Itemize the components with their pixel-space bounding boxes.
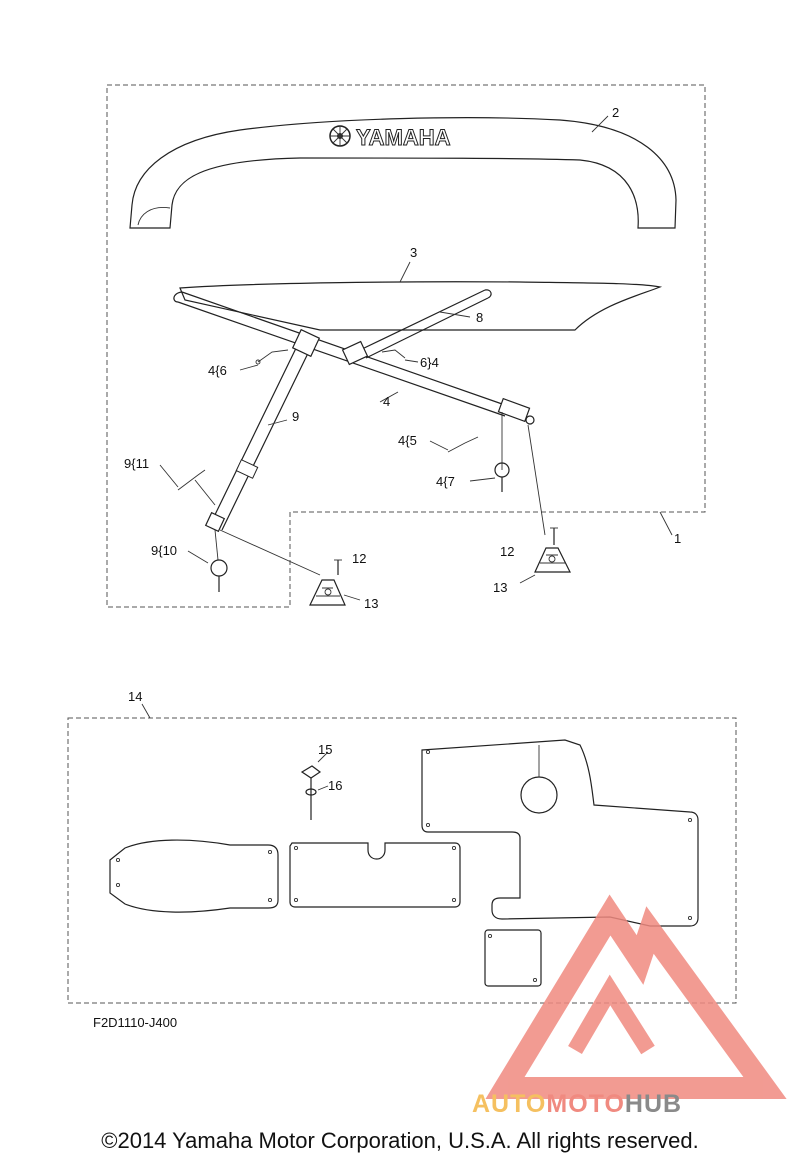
yamaha-logo-text: YAMAHA (356, 125, 451, 150)
pin-6-4 (381, 349, 406, 359)
watermark-text: AUTOMOTOHUB (472, 1090, 682, 1118)
assembly-14-boundary (67, 717, 737, 1004)
pin-4-6 (255, 349, 289, 365)
callout-14: 14 (128, 689, 142, 704)
bolt-12-right (550, 527, 558, 545)
callout-9-10: 9{10 (151, 543, 177, 558)
callout-8: 8 (476, 310, 483, 325)
callout-15: 15 (318, 742, 332, 757)
canopy-part (179, 281, 663, 331)
callout-9: 9 (292, 409, 299, 424)
pin-9-11 (177, 469, 206, 491)
callout-16: 16 (328, 778, 342, 793)
callout-4-5: 4{5 (398, 433, 417, 448)
bracket-13-right (534, 547, 571, 573)
copyright-notice: ©2014 Yamaha Motor Corporation, U.S.A. A… (101, 1128, 699, 1153)
mat-center-part (289, 842, 461, 908)
bolt-12-left (334, 559, 342, 575)
callout-3: 3 (410, 245, 417, 260)
watermark-moto: MOTO (546, 1090, 625, 1118)
callout-12-left: 12 (352, 551, 366, 566)
sun-cover-part: YAMAHA (129, 117, 677, 229)
callout-2: 2 (612, 105, 619, 120)
pin-4-5 (447, 436, 479, 453)
leader-lines-upper (159, 115, 673, 601)
callout-9-11: 9{11 (124, 456, 149, 471)
frame-bar-part (173, 291, 535, 425)
brace-part (341, 289, 492, 366)
callout-1: 1 (674, 531, 681, 546)
pin-4-7 (494, 412, 510, 492)
callout-4-7: 4{7 (436, 474, 455, 489)
yamaha-logo: YAMAHA (329, 125, 451, 151)
callout-6-4: 6}4 (420, 355, 439, 370)
bracket-13-left (309, 579, 346, 606)
callout-4-6: 4{6 (208, 363, 227, 378)
diagram-code: F2D1110-J400 (93, 1015, 177, 1030)
mat-right-part (421, 739, 699, 927)
watermark-auto: AUTO (472, 1090, 546, 1118)
mat-left-part (109, 839, 279, 913)
callout-13-right: 13 (493, 580, 507, 595)
callout-12-right: 12 (500, 544, 514, 559)
assembly-1-boundary (106, 84, 706, 608)
fastener-15-16 (300, 751, 329, 820)
callout-13-left: 13 (364, 596, 378, 611)
support-leg-part (204, 328, 321, 533)
pin-9-10 (210, 529, 228, 592)
watermark-hub: HUB (625, 1090, 682, 1118)
callout-4: 4 (383, 394, 390, 409)
watermark-logo (485, 894, 787, 1099)
mat-small-square-part (484, 929, 542, 987)
